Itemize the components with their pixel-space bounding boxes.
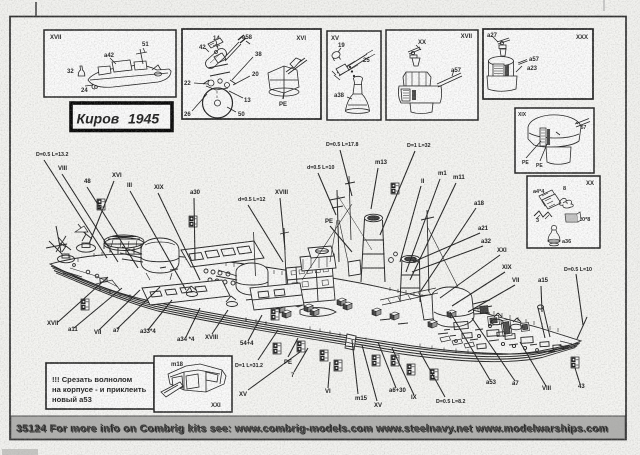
svg-text:VII: VII [94, 330, 102, 336]
svg-text:VII: VII [512, 278, 520, 284]
svg-text:a30: a30 [190, 190, 201, 196]
svg-text:D=1 L=32: D=1 L=32 [407, 143, 431, 149]
svg-text:a6+30: a6+30 [389, 388, 407, 394]
svg-text:m15: m15 [355, 396, 368, 402]
svg-text:II: II [421, 179, 425, 185]
svg-text:m1: m1 [438, 171, 447, 177]
svg-text:VIII: VIII [542, 386, 551, 392]
svg-text:d=0.5 L=12: d=0.5 L=12 [238, 197, 265, 203]
svg-text:a21: a21 [478, 226, 489, 232]
svg-text:XIX: XIX [154, 185, 164, 191]
svg-text:PE: PE [325, 219, 333, 225]
svg-text:VIII: VIII [58, 166, 67, 172]
svg-text:D=1 L=31.2: D=1 L=31.2 [235, 363, 263, 369]
svg-text:a11: a11 [68, 327, 78, 333]
svg-text:XXI: XXI [497, 248, 507, 254]
svg-text:XIX: XIX [502, 265, 512, 271]
svg-text:XV: XV [374, 403, 382, 409]
svg-text:7: 7 [291, 373, 295, 379]
svg-text:a15: a15 [538, 278, 549, 284]
svg-text:D=0.5 L=13.2: D=0.5 L=13.2 [36, 152, 68, 158]
svg-text:VI: VI [325, 389, 331, 395]
svg-text:XV: XV [239, 392, 247, 398]
svg-text:m13: m13 [375, 160, 388, 166]
svg-text:XVI: XVI [112, 173, 122, 179]
svg-text:a32: a32 [481, 239, 492, 245]
svg-text:d=0.5 L=10: d=0.5 L=10 [307, 165, 334, 171]
svg-text:a33*4: a33*4 [140, 329, 156, 335]
svg-text:43: 43 [578, 384, 585, 390]
svg-text:a34 *4: a34 *4 [177, 337, 195, 343]
svg-text:D=0.5 L=10: D=0.5 L=10 [564, 267, 592, 273]
svg-text:a7: a7 [113, 328, 120, 334]
svg-text:D=0.5 L=17.8: D=0.5 L=17.8 [326, 142, 358, 148]
svg-text:54+4: 54+4 [240, 341, 254, 347]
svg-text:PE: PE [284, 360, 292, 366]
svg-text:a18: a18 [474, 201, 485, 207]
svg-text:XVIII: XVIII [205, 335, 218, 341]
svg-text:m11: m11 [453, 175, 465, 181]
svg-text:XVII: XVII [47, 321, 59, 327]
svg-text:IX: IX [411, 395, 417, 401]
svg-text:III: III [127, 183, 132, 189]
svg-text:48: 48 [84, 179, 91, 185]
svg-text:a53: a53 [486, 380, 497, 386]
svg-text:XVIII: XVIII [275, 190, 288, 196]
svg-text:a7: a7 [512, 381, 519, 387]
svg-text:D=0.5 L=8.2: D=0.5 L=8.2 [436, 399, 465, 405]
